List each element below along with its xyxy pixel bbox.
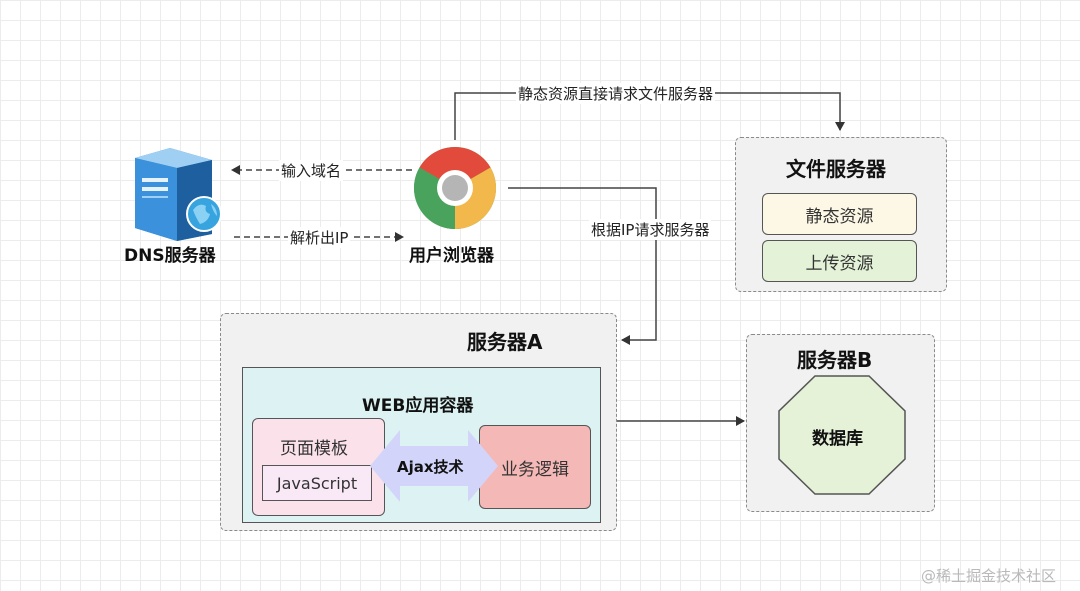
web-container-title: WEB应用容器 bbox=[362, 396, 474, 416]
globe-icon bbox=[186, 196, 222, 232]
edge-request-by-ip bbox=[508, 187, 657, 345]
ajax-double-arrow bbox=[370, 430, 498, 502]
upload-resource-node: 上传资源 bbox=[762, 240, 917, 282]
dns-server-label: DNS服务器 bbox=[124, 246, 216, 266]
edge-label-request-by-ip: 根据IP请求服务器 bbox=[589, 219, 712, 240]
browser-label: 用户浏览器 bbox=[409, 246, 494, 266]
dns-server-node bbox=[130, 146, 226, 242]
business-logic-node: 业务逻辑 bbox=[479, 425, 591, 509]
ajax-label: Ajax技术 bbox=[397, 458, 464, 476]
database-octagon bbox=[778, 375, 906, 495]
edge-label-resolve-ip: 解析出IP bbox=[288, 227, 351, 248]
edge-label-static-request: 静态资源直接请求文件服务器 bbox=[516, 83, 716, 104]
page-template-label: 页面模板 bbox=[280, 439, 348, 459]
static-resource-node: 静态资源 bbox=[762, 193, 917, 235]
javascript-node: JavaScript bbox=[262, 465, 372, 501]
database-label: 数据库 bbox=[812, 429, 863, 449]
server-a-title: 服务器A bbox=[467, 330, 543, 354]
file-server-title: 文件服务器 bbox=[786, 157, 886, 181]
chrome-icon[interactable] bbox=[413, 146, 497, 230]
watermark: @稀土掘金技术社区 bbox=[921, 567, 1057, 585]
edge-label-input-domain: 输入域名 bbox=[279, 160, 344, 181]
server-b-title: 服务器B bbox=[797, 348, 873, 372]
